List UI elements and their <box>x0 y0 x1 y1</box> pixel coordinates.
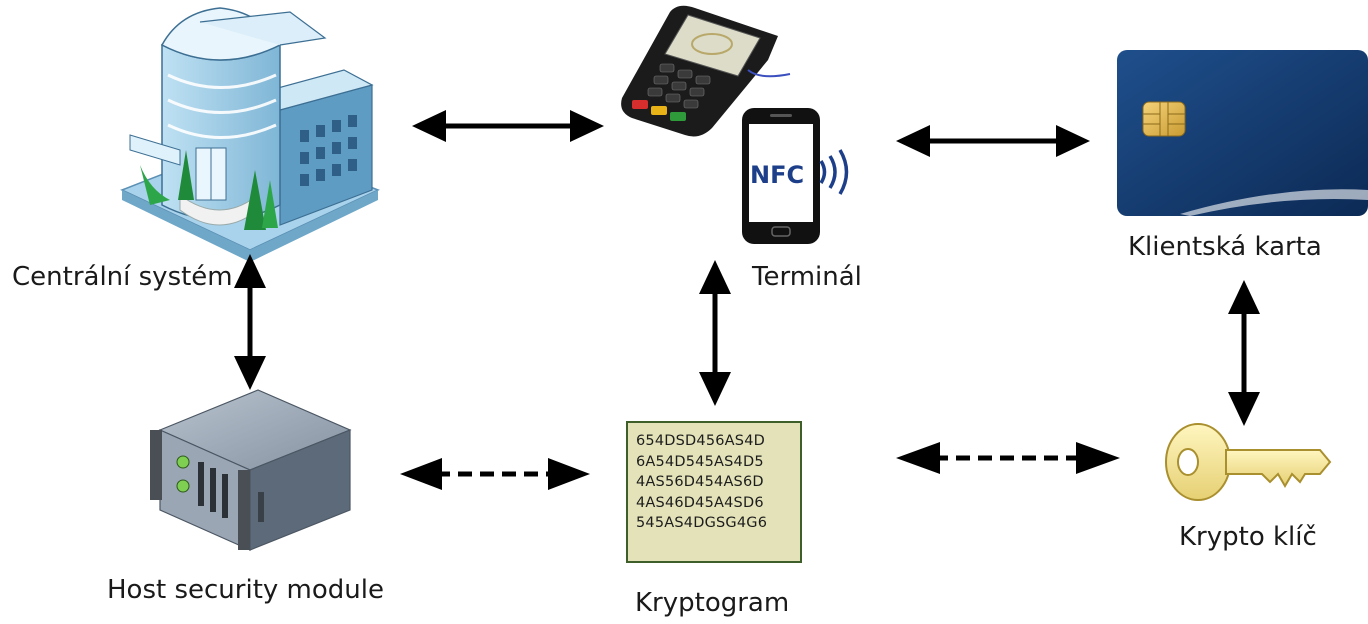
central-system-building-icon <box>120 7 380 262</box>
host-security-module-icon <box>150 389 352 551</box>
client-card-label: Klientská karta <box>1128 232 1322 262</box>
crypto-key-icon <box>1165 423 1332 501</box>
cryptogram-box: 654DSD456AS4D 6A54D545AS4D5 4AS56D454AS6… <box>626 421 802 563</box>
terminal-label: Terminál <box>752 262 862 292</box>
cryptogram-line: 545AS4DGSG4G6 <box>636 515 768 531</box>
dashed-arrow-cryptogram-key <box>896 442 1120 474</box>
cryptogram-label: Kryptogram <box>635 588 790 618</box>
cryptogram-line: 6A54D545AS4D5 <box>636 453 764 470</box>
hsm-label: Host security module <box>107 575 384 605</box>
arrow-card-key <box>1228 280 1260 426</box>
client-card-icon <box>1117 50 1368 216</box>
central-system-label: Centrální systém <box>12 262 233 292</box>
cryptogram-line: 654DSD456AS4D <box>636 433 766 449</box>
nfc-text: NFC <box>750 161 804 189</box>
cryptogram-line: 4AS46D45A4SD6 <box>636 494 764 511</box>
dashed-arrow-hsm-cryptogram <box>400 458 590 490</box>
cryptogram-line: 4AS56D454AS6D <box>636 474 764 490</box>
arrow-central-hsm <box>234 254 266 390</box>
arrow-terminal-cryptogram <box>699 260 731 406</box>
payment-terminal-icon <box>621 5 791 137</box>
nfc-phone-icon: NFC <box>742 108 849 244</box>
arrow-terminal-card <box>896 125 1090 157</box>
arrow-central-terminal <box>412 110 604 142</box>
crypto-key-label: Krypto klíč <box>1179 522 1317 552</box>
